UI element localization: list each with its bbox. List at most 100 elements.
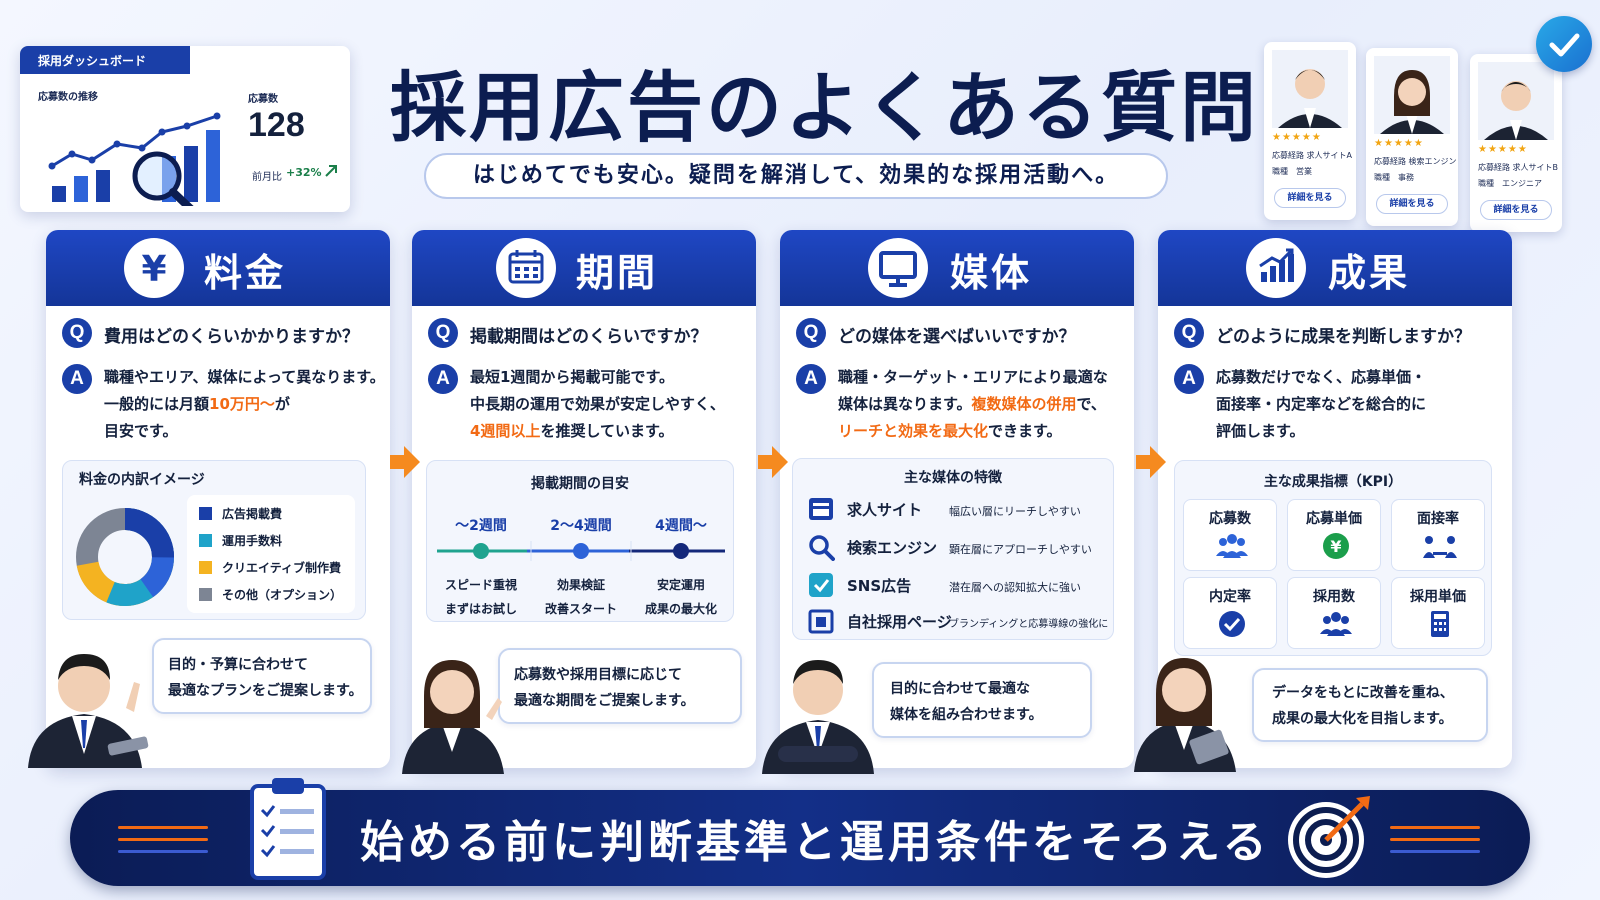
rating-stars-icon: ★★★★★ [1272, 132, 1322, 143]
card-header: 成果 [1158, 230, 1512, 306]
mom-value: +32% [286, 166, 322, 179]
candidate-avatar-icon [1374, 56, 1450, 134]
timeline-desc: スピード重視まずはお試し [431, 573, 531, 621]
interview-icon [1423, 536, 1457, 558]
legend-box: 広告掲載費 運用手数料 クリエイティブ制作費 その他（オプション） [187, 495, 355, 613]
kpi-label: 採用数 [1313, 589, 1355, 605]
question: 掲載期間はどのくらいですか？ [470, 327, 708, 347]
kpi-panel: 主な成果指標（KPI） 応募数 応募単価 ¥ 面接率 内定率 採用数 採用単価 [1174, 460, 1492, 656]
kpi-label: 応募数 [1209, 511, 1251, 527]
check-badge-icon [1536, 16, 1592, 72]
people-icon [1216, 534, 1248, 558]
answer-line: 一般的には月額 [104, 395, 210, 413]
job-value: 営業 [1296, 167, 1312, 176]
source-value: 検索エンジン [1408, 157, 1457, 166]
sns-check-icon [809, 573, 833, 597]
a-badge: A [428, 364, 458, 394]
panel-title: 料金の内訳イメージ [79, 472, 205, 488]
source-label: 応募経路 [1478, 163, 1510, 172]
media-name: 自社採用ページ [847, 613, 952, 631]
period-guide-panel: 掲載期間の目安 〜2週間 2〜4週間 4週間〜 スピード重視まずはお試し 効果検… [426, 460, 734, 622]
legend-item: 運用手数料 [199, 532, 282, 549]
banner-text: 始める前に判断基準と運用条件をそろえる [360, 817, 1271, 868]
timeline-track [437, 541, 725, 561]
answer-highlight: 複数媒体の併用 [971, 395, 1077, 413]
calendar-icon [496, 238, 556, 298]
detail-button[interactable]: 詳細を見る [1376, 194, 1448, 214]
answer-line: 面接率・内定率などを総合的に [1216, 395, 1427, 413]
dashboard-tab: 採用ダッシュボード [20, 46, 190, 74]
legend-item: 広告掲載費 [199, 505, 282, 522]
kpi-tile: 応募数 [1183, 499, 1277, 571]
company-page-icon [808, 609, 834, 634]
card-title: 媒体 [950, 251, 1033, 295]
media-row: 求人サイト 幅広い層にリーチしやすい [807, 493, 1107, 527]
kpi-tile: 内定率 [1183, 577, 1277, 649]
media-desc: 潜在層への認知拡大に強い [949, 581, 1081, 594]
detail-button[interactable]: 詳細を見る [1480, 200, 1552, 220]
trend-label: 応募数の推移 [38, 92, 98, 103]
candidate-card: ★★★★★ 応募経路 求人サイトA 職種 営業 詳細を見る [1264, 42, 1356, 220]
arrow-right-icon [758, 446, 788, 478]
calculator-icon [1431, 611, 1449, 637]
banner-stripe [118, 850, 208, 853]
banner-stripe [118, 826, 208, 829]
media-desc: 顕在層にアプローチしやすい [949, 543, 1092, 556]
banner-stripe [1390, 826, 1480, 829]
page-title: 採用広告のよくある質問 [390, 63, 1259, 152]
answer-line: 目安です。 [104, 422, 178, 440]
candidate-avatar-icon [1272, 50, 1348, 128]
media-name: SNS広告 [847, 577, 912, 595]
legend-label: クリエイティブ制作費 [222, 561, 342, 575]
answer-line: 応募数だけでなく、応募単価・ [1216, 368, 1427, 386]
kpi-tile: 応募単価 ¥ [1287, 499, 1381, 571]
bubble-line: 目的に合わせて最適な [890, 681, 1030, 697]
timeline-label: 〜2週間 [455, 518, 507, 534]
check-circle-icon [1219, 611, 1245, 637]
search-icon [809, 535, 835, 561]
male-arms-crossed-illustration [762, 660, 874, 774]
legend-label: その他（オプション） [222, 588, 343, 602]
card-media: 媒体 Q どの媒体を選べばいいですか？ A 職種・ターゲット・エリアにより最適な… [780, 230, 1134, 768]
female-consultant-illustration [402, 660, 504, 774]
job-value: 事務 [1398, 173, 1414, 182]
candidate-avatar-icon [1478, 62, 1554, 140]
media-desc: 幅広い層にリーチしやすい [949, 505, 1081, 518]
svg-text:¥: ¥ [141, 249, 166, 290]
donut-chart-icon [76, 508, 174, 606]
job-value: エンジニア [1502, 179, 1542, 188]
question: どのように成果を判断しますか？ [1216, 327, 1471, 347]
bubble-line: 応募数や採用目標に応じて [514, 667, 682, 683]
kpi-label: 応募単価 [1306, 511, 1362, 527]
rating-stars-icon: ★★★★★ [1478, 144, 1528, 155]
answer-line: 最短1週間から掲載可能です。 [470, 368, 674, 386]
female-tablet-illustration [1134, 658, 1236, 772]
timeline-desc: 安定運用成果の最大化 [631, 573, 731, 621]
timeline-label: 2〜4週間 [550, 518, 612, 534]
legend-swatch [199, 507, 212, 520]
dashboard-card: 採用ダッシュボード 応募数の推移 応募数 128 前月比 +32% [20, 46, 350, 212]
panel-title: 主な成果指標（KPI） [1263, 474, 1403, 490]
bottom-banner: 始める前に判断基準と運用条件をそろえる [70, 778, 1530, 886]
legend-item: クリエイティブ制作費 [199, 559, 341, 576]
answer-line: 評価します。 [1216, 422, 1305, 440]
job-label: 職種 [1374, 173, 1390, 182]
kpi-tile: 採用単価 [1391, 577, 1485, 649]
card-title: 料金 [204, 251, 287, 295]
bubble-line: 成果の最大化を目指します。 [1272, 711, 1453, 727]
source-value: 求人サイトA [1306, 151, 1353, 160]
timeline-desc: 効果検証改善スタート [531, 573, 631, 621]
speech-bubble: 目的に合わせて最適な 媒体を組み合わせます。 [872, 662, 1092, 738]
detail-button[interactable]: 詳細を見る [1274, 188, 1346, 208]
media-row: 自社採用ページ ブランディングと応募導線の強化に [807, 605, 1108, 639]
arrow-right-icon [390, 446, 420, 478]
answer-line: 中長期の運用で効果が安定しやすく、 [470, 395, 725, 413]
arrow-right-icon [1136, 446, 1166, 478]
source-label: 応募経路 [1374, 157, 1406, 166]
bubble-line: 媒体を組み合わせます。 [890, 707, 1043, 723]
male-consultant-illustration [28, 654, 149, 768]
trend-up-icon [325, 165, 337, 177]
panel-title: 主な媒体の特徴 [904, 470, 1002, 486]
kpi-label: 面接率 [1417, 511, 1459, 527]
panel-title: 掲載期間の目安 [531, 476, 629, 492]
